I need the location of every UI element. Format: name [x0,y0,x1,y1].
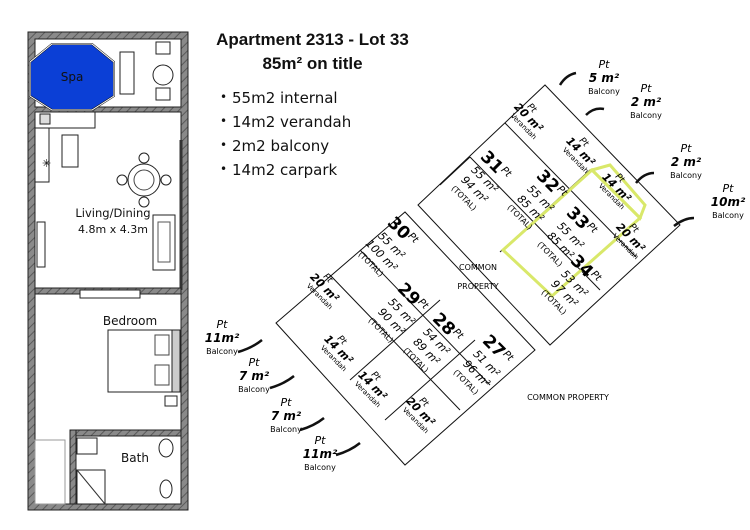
balcony-stroke-6 [269,375,295,390]
terrace-table [152,64,174,86]
bath-wall-left [69,429,77,505]
living-dims-label: 4.8m x 4.3m [78,223,148,236]
balcony-stroke [558,71,577,86]
lower-building-outline [275,211,536,466]
balcony-area: 2 m² [671,155,702,169]
toilet-icon [159,479,173,499]
dining-chair-icon-3 [116,174,128,186]
balcony-stroke-7 [299,417,325,432]
balcony-label: Balcony [630,111,662,120]
lot-divider-8 [384,339,476,421]
balcony-pt: Pt [315,434,327,447]
upper-building-outline [417,84,681,346]
area-carpark: 14m2 carpark [220,161,337,179]
balcony-area: 5 m² [589,71,620,85]
terrace-chair-icon-2 [155,87,171,101]
area-verandah: 14m2 verandah [220,113,351,131]
dining-chair-icon-4 [160,174,172,186]
pillow-icon [154,334,170,356]
sofa-cushion [157,221,171,263]
wardrobe [79,289,141,299]
linen-cupboard [34,439,66,505]
spa-label: Spa [60,70,84,84]
lot-divider-6 [359,249,491,386]
balcony-label: Balcony [270,425,302,434]
basin-icon [158,438,174,458]
balcony-stroke-8 [335,442,361,457]
balcony-pt: Pt [681,142,693,155]
balcony-area: 11m² [303,447,338,461]
laundry [76,437,98,455]
page-title: Apartment 2313 - Lot 33 [216,30,409,49]
tv-unit [36,221,46,268]
pillow-icon-2 [154,364,170,386]
balcony-area: 10m² [711,195,746,209]
balcony-area: 7 m² [271,409,302,423]
page-subtitle: 85m² on title [262,54,363,73]
balcony-stroke-2 [585,107,605,116]
lot-divider-5 [329,274,461,411]
lot-divider [469,156,601,291]
balcony-label: Balcony [304,463,336,472]
balcony-pt: Pt [249,356,261,369]
balcony-pt: Pt [723,182,735,195]
balcony-pt: Pt [641,82,653,95]
balcony-label: Balcony [206,347,238,356]
balcony-pt: Pt [217,318,229,331]
balcony-stroke-3 [635,171,655,184]
bath-label: Bath [115,451,155,465]
balcony-label: Balcony [588,87,620,96]
balcony-label: Balcony [238,385,270,394]
cooktop-icon: ✳ [42,157,51,170]
balcony-stroke-4 [673,216,695,227]
area-balcony: 2m2 balcony [220,137,329,155]
shower-screen [76,469,106,505]
sink-icon [39,113,51,125]
bed-headboard [171,329,181,393]
balcony-label: Balcony [670,171,702,180]
common-property-label-c: COMMON PROPERTY [527,393,609,402]
dining-table-inner [133,169,155,191]
lot-divider-7 [349,299,441,381]
area-internal: 55m2 internal [220,89,338,107]
lot-divider-3 [439,156,471,186]
balcony-pt: Pt [281,396,293,409]
dining-chair-icon-2 [138,196,150,208]
balcony-stroke-5 [237,339,263,354]
common-property-label-a: COMMON [459,263,497,272]
lot-33-verandah-highlight [589,163,647,221]
terrace-planter [119,51,135,95]
terrace-chair-icon [155,41,171,55]
balcony-pt: Pt [599,58,611,71]
common-property-label-b: PROPERTY [457,282,498,291]
balcony-label: Balcony [712,211,744,220]
balcony-area: 2 m² [631,95,662,109]
balcony-area: 7 m² [239,369,270,383]
kitchen-island [61,134,79,168]
balcony-area: 11m² [205,331,240,345]
living-label: Living/Dining [75,206,151,220]
bedroom-label: Bedroom [80,314,180,328]
side-table-2 [164,395,178,407]
spa-rim [29,43,115,111]
dining-chair-icon [138,152,150,164]
